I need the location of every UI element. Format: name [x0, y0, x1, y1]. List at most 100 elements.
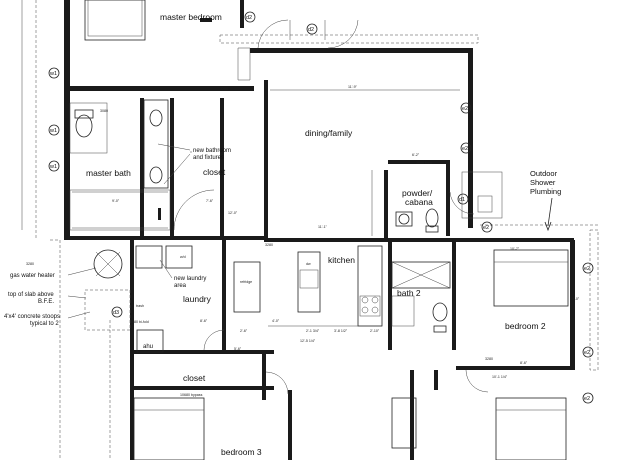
- tag-d2-b-text: d2: [246, 15, 252, 21]
- trash-label: trash: [136, 304, 144, 308]
- dim-3280-d: 3280: [26, 262, 34, 266]
- dim-7-6: 7'-6": [206, 199, 214, 203]
- dim-9-0: 9'-0": [112, 199, 120, 203]
- master-bath-label: master bath: [86, 168, 131, 178]
- dim-3280-a: 3280: [220, 87, 228, 91]
- new-bathroom-note-line2: and fixtures: [193, 155, 224, 161]
- dim-12-5: 12'-5 1/4": [300, 339, 316, 343]
- top-of-slab-note-line2: B.F.E.: [38, 299, 54, 305]
- tag-e2-e: [460, 142, 472, 154]
- dim-9-0-b: 9'-0": [572, 297, 580, 301]
- new-laundry-note-line2: area: [174, 283, 187, 289]
- gas-water-heater-note: gas water heater: [10, 273, 55, 279]
- outdoor-shower-note: Outdoor Shower Plumbing: [530, 169, 561, 232]
- concrete-stoops-leader: [67, 311, 91, 319]
- laundry-label: laundry: [183, 294, 212, 304]
- dim-10680-bypass: 10680 bypass: [180, 393, 203, 397]
- door-tags: d2 d2 d1 d3 w1 w1 w1 e2 e2 e2 e2 e2 e2: [48, 11, 594, 404]
- tag-w1-c-text: w1: [49, 164, 57, 170]
- bedroom-2-walls: [456, 224, 599, 371]
- dim-3080-bath: 3080: [100, 109, 108, 113]
- tag-e2-f: [582, 392, 594, 404]
- tag-e2-f-text: e2: [584, 396, 590, 402]
- new-laundry-note-line1: new laundry: [174, 276, 206, 282]
- tag-w1-a-text: w1: [49, 71, 57, 77]
- new-bathroom-note: new bathroom and fixtures: [157, 143, 231, 185]
- bath-2-label: bath 2: [397, 288, 421, 298]
- outdoor-shower-note-line1: Outdoor: [530, 169, 558, 178]
- top-of-slab-leader: [67, 295, 87, 299]
- tag-d3-text: d3: [113, 310, 119, 316]
- dim-11-1: 11'-1": [318, 225, 328, 229]
- master-bedroom-label: master bedroom: [160, 12, 222, 22]
- tag-d1-text: d1: [459, 197, 465, 203]
- dim-3-8: 3'-8 1/2": [334, 329, 348, 333]
- dim-2-1: 2'-1 3/4": [306, 329, 320, 333]
- refrigerator-label: refridge: [240, 280, 252, 284]
- dim-3280-c: 3280: [265, 243, 273, 247]
- powder-cabana-label-line2: cabana: [405, 197, 433, 207]
- dining-family-area: [264, 80, 460, 240]
- new-bathroom-note-line1: new bathroom: [193, 148, 231, 154]
- tag-e2-a: [481, 221, 493, 233]
- bath-2-walls: [388, 240, 456, 350]
- master-bath-walls: [64, 98, 264, 240]
- lower-rooms: [133, 350, 567, 460]
- tag-w1-c: [48, 160, 60, 172]
- top-of-slab-note-line1: top of slab above: [8, 292, 54, 298]
- dim-2-6: 2'-6": [240, 329, 248, 333]
- dishwasher-label: dw: [306, 262, 311, 266]
- exterior-dashes: [21, 0, 131, 460]
- dim-4-0: 4'-0": [272, 319, 280, 323]
- tag-d2-a-text: d2: [308, 27, 314, 33]
- tag-w1-b: [48, 124, 60, 136]
- kitchen-area: [233, 238, 574, 327]
- ahu-label: ahu: [143, 344, 153, 350]
- concrete-stoops-note-line2: typical to 2: [30, 321, 59, 327]
- tag-d2-a: [306, 23, 318, 35]
- concrete-stoops-note-line1: 4'x4' concrete stoops: [4, 314, 60, 320]
- dim-12-0: 12'-0": [228, 211, 238, 215]
- dim-2-10: 2'-10": [370, 329, 380, 333]
- tag-e2-d: [460, 102, 472, 114]
- master-bedroom-walls: [64, 0, 254, 240]
- powder-cabana-label-line1: powder/: [402, 188, 433, 198]
- new-laundry-note: new laundry area: [159, 259, 206, 289]
- dim-8-6: 8'-6": [520, 361, 528, 365]
- dim-3080-barn: 3080 barn: [416, 161, 432, 165]
- dim-3280-b: 3280: [485, 357, 493, 361]
- tag-w1-a: [48, 67, 60, 79]
- dim-5-6: 5'-6": [234, 347, 242, 351]
- dim-10-7: 10'-7": [510, 247, 520, 251]
- tag-e2-b: [582, 262, 594, 274]
- dining-family-label: dining/family: [305, 128, 353, 138]
- outdoor-shower-note-line2: Shower: [530, 178, 556, 187]
- tag-e2-d-text: e2: [462, 106, 468, 112]
- bedroom-3-label: bedroom 3: [221, 447, 262, 457]
- washer-dryer-label: w/d: [180, 255, 186, 259]
- dim-8-6-b: 8'-6": [200, 319, 208, 323]
- dimension-labels: 3280 3280 3280 3280 3080 3080 bi-fold 30…: [26, 85, 580, 397]
- dim-11-9: 11'-9": [348, 85, 358, 89]
- closet-upper-label: closet: [203, 167, 226, 177]
- dim-6-2: 6'-2": [412, 153, 420, 157]
- dim-3080-bi-fold: 3080 bi-fold: [130, 320, 149, 324]
- tag-e2-c: [582, 346, 594, 358]
- gas-water-heater-leader: [67, 267, 97, 276]
- tag-e2-b-text: e2: [584, 266, 590, 272]
- outdoor-shower-note-line3: Plumbing: [530, 187, 561, 196]
- closet-lower-label: closet: [183, 373, 206, 383]
- dim-10-1: 10'-1 1/4": [492, 375, 508, 379]
- tag-d3: [111, 306, 123, 318]
- bedroom-2-label: bedroom 2: [505, 321, 546, 331]
- tag-d2-b: [244, 11, 256, 23]
- tag-w1-b-text: w1: [49, 128, 57, 134]
- laundry-area: [93, 240, 274, 460]
- tag-e2-e-text: e2: [462, 146, 468, 152]
- tag-e2-c-text: e2: [584, 350, 590, 356]
- upper-exterior-wall: [219, 19, 479, 228]
- kitchen-label: kitchen: [328, 255, 355, 265]
- tag-d1: [457, 193, 469, 205]
